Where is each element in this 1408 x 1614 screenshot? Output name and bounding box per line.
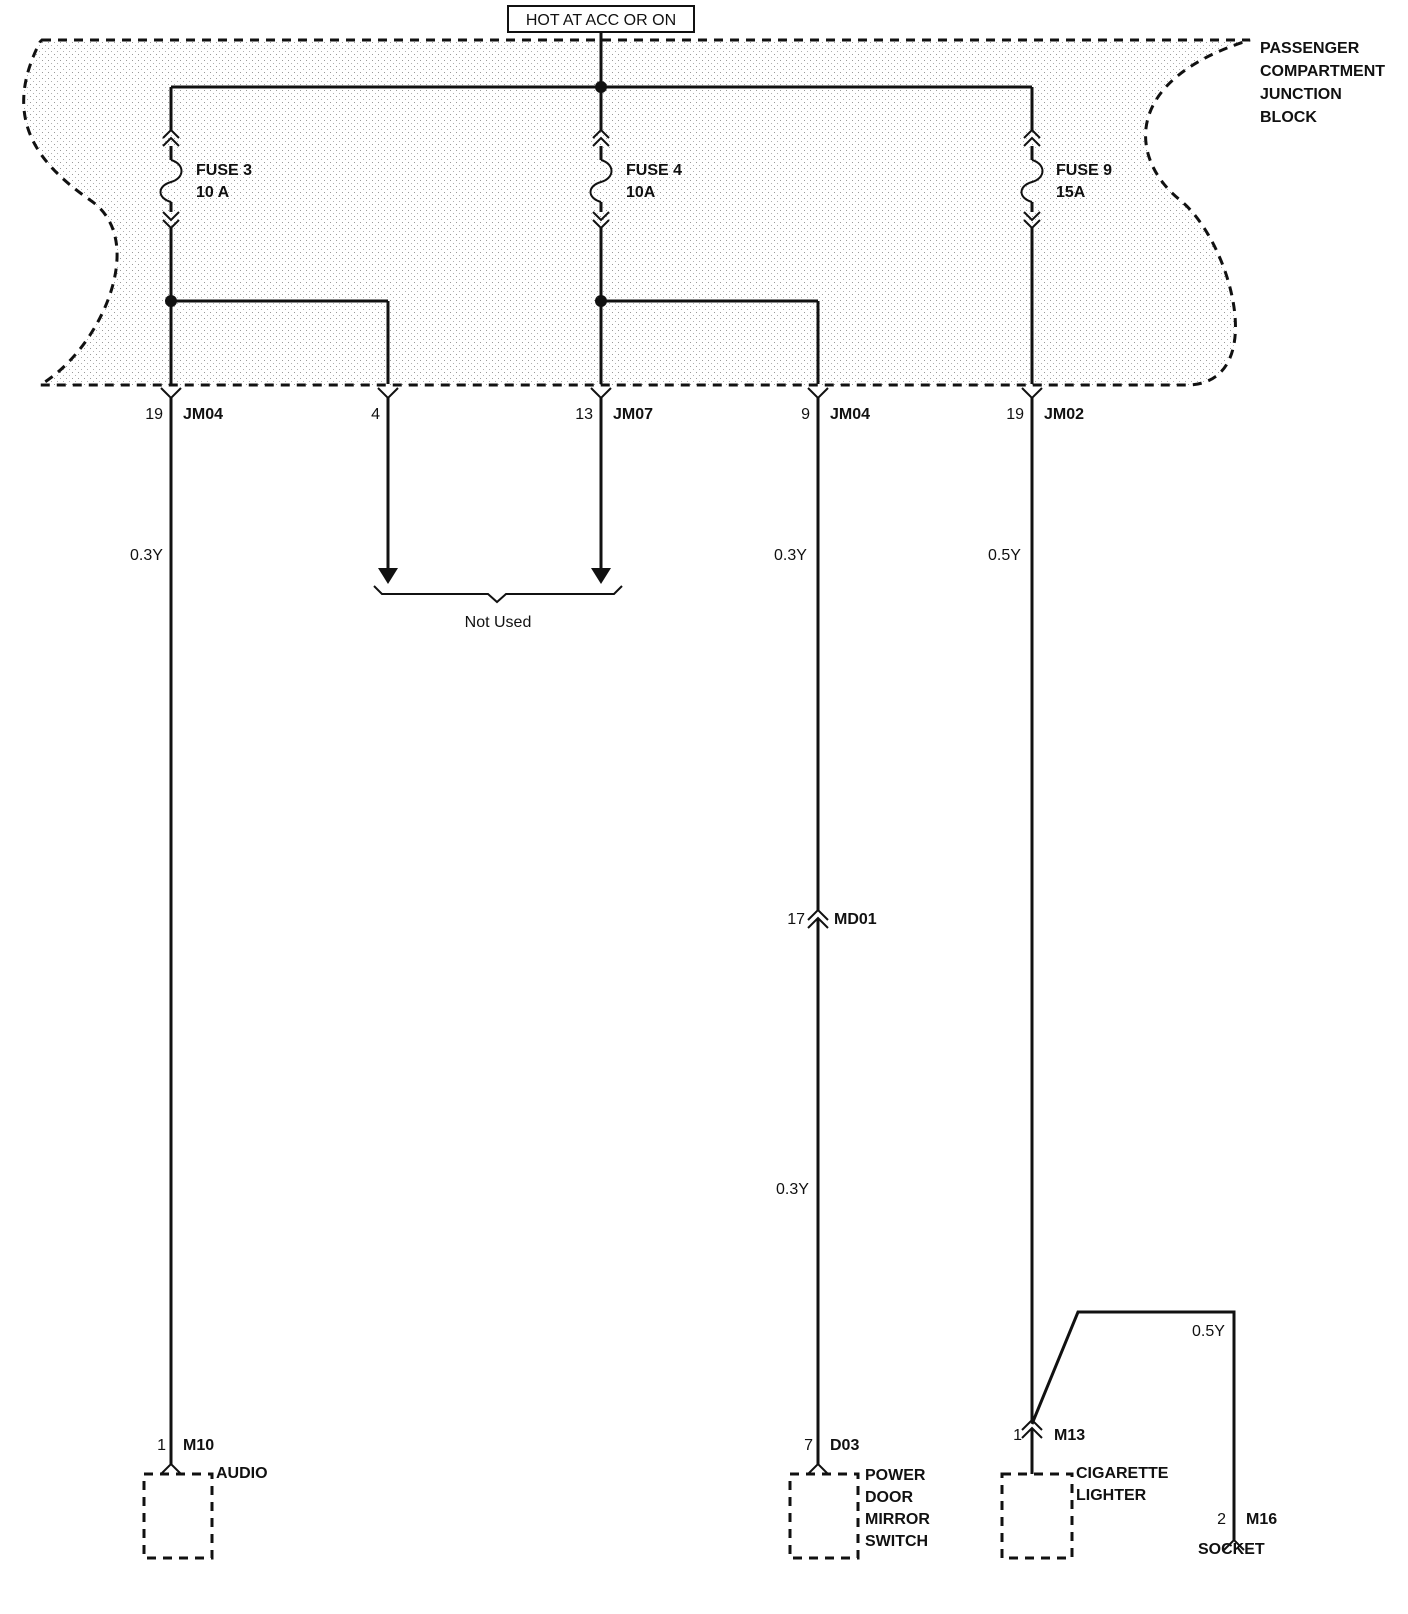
audio-component-label: AUDIO (216, 1465, 268, 1482)
audio-wire-label: 0.3Y (130, 547, 163, 564)
connector-4-pin: 9 (801, 406, 810, 423)
junction-block (22, 38, 1251, 387)
fuse-3-rating: 10 A (196, 184, 230, 201)
fuse-4-branch: FUSE 4 10A (589, 87, 820, 384)
power-source-label: HOT AT ACC OR ON (526, 12, 676, 29)
connector-md01-id: MD01 (834, 911, 877, 928)
mirror-circuit: 0.3Y 17 MD01 0.3Y 7 D03 POWER DOOR MIRRO… (774, 398, 930, 1560)
junction-block-outline (22, 38, 1251, 387)
connector-5-pin: 19 (1006, 406, 1024, 423)
connector-5-id: JM02 (1044, 406, 1084, 423)
fuse-9-branch: FUSE 9 15A (1020, 87, 1112, 384)
lighter-component-box (1000, 1472, 1074, 1560)
power-source: HOT AT ACC OR ON (507, 5, 695, 33)
fuse-4-rating: 10A (626, 184, 656, 201)
connector-m16-icon (1223, 1538, 1245, 1551)
fuse-3-branch: FUSE 3 10 A (159, 87, 390, 384)
not-used-bracket (373, 585, 623, 604)
connector-m13-id: M13 (1054, 1427, 1085, 1444)
not-used-label: Not Used (465, 614, 532, 631)
connector-d03-id: D03 (830, 1437, 859, 1454)
connector-d03-pin: 7 (804, 1437, 813, 1454)
fuse-3-name: FUSE 3 (196, 162, 252, 179)
fuse-9-name: FUSE 9 (1056, 162, 1112, 179)
fuse-9-rating: 15A (1056, 184, 1086, 201)
fuse-4-name: FUSE 4 (626, 162, 682, 179)
connector-d03-icon (807, 1462, 829, 1475)
connector-jm02-19-icon (1021, 387, 1043, 400)
connector-4-id: JM04 (830, 406, 870, 423)
connector-jm04-19-icon (160, 387, 182, 400)
connector-m16-id: M16 (1246, 1511, 1277, 1528)
connector-1-pin: 19 (145, 406, 163, 423)
junction-block-label-line-4: BLOCK (1260, 109, 1317, 126)
connector-m10-id: M10 (183, 1437, 214, 1454)
audio-circuit: 0.3Y 1 M10 AUDIO (130, 398, 268, 1560)
socket-label: SOCKET (1198, 1541, 1265, 1558)
audio-component-box (142, 1472, 214, 1560)
mirror-component-box (788, 1472, 860, 1560)
junction-block-label-line-3: JUNCTION (1260, 86, 1342, 103)
connector-md01-pin: 17 (787, 911, 805, 928)
mirror-label-line-4: SWITCH (865, 1533, 928, 1550)
connector-1-id: JM04 (183, 406, 223, 423)
mirror-wire-lower-label: 0.3Y (776, 1181, 809, 1198)
lighter-wire-label: 0.5Y (988, 547, 1021, 564)
junction-connectors: 19 JM04 4 13 JM07 9 JM04 19 JM02 (145, 387, 1084, 423)
connector-2-pin: 4 (371, 406, 380, 423)
connector-jm04-9-icon (807, 387, 829, 400)
socket-wire-label: 0.5Y (1192, 1323, 1225, 1340)
connector-m10-icon (160, 1462, 182, 1475)
connector-m16-pin: 2 (1217, 1511, 1226, 1528)
connector-m13-pin: 1 (1013, 1427, 1022, 1444)
lighter-label-line-2: LIGHTER (1076, 1487, 1147, 1504)
connector-3-pin: 13 (575, 406, 593, 423)
socket-wire (1030, 1310, 1236, 1540)
junction-block-label-line-2: COMPARTMENT (1260, 63, 1385, 80)
mirror-wire-upper-label: 0.3Y (774, 547, 807, 564)
mirror-label-line-1: POWER (865, 1467, 926, 1484)
connector-4-icon (377, 387, 399, 400)
lighter-circuit: 0.5Y 1 M13 CIGARETTE LIGHTER 0.5Y 2 M16 … (988, 398, 1277, 1560)
lighter-label-line-1: CIGARETTE (1076, 1465, 1169, 1482)
mirror-label-line-2: DOOR (865, 1489, 913, 1506)
connector-jm07-13-icon (590, 387, 612, 400)
connector-m10-pin: 1 (157, 1437, 166, 1454)
junction-block-label: PASSENGER COMPARTMENT JUNCTION BLOCK (1260, 40, 1385, 126)
mirror-label-line-3: MIRROR (865, 1511, 930, 1528)
junction-block-label-line-1: PASSENGER (1260, 40, 1360, 57)
not-used-branches: Not Used (373, 398, 623, 631)
connector-3-id: JM07 (613, 406, 653, 423)
